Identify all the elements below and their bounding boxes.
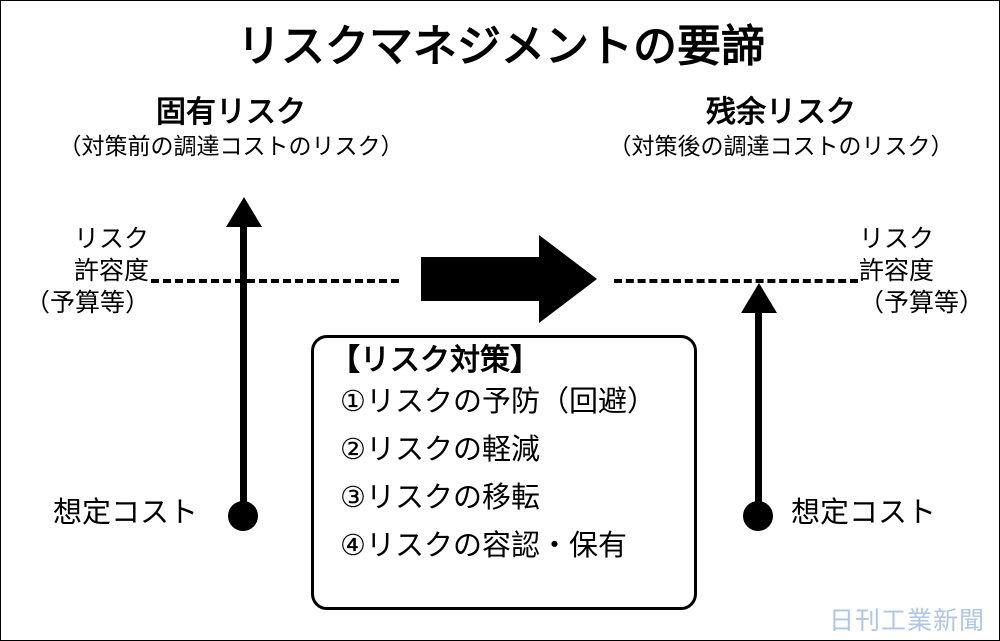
risk-tolerance-label-right: リスク 許容度 （予算等）	[859, 223, 987, 319]
risk-countermeasures-box: 【リスク対策】 ①リスクの予防（回避） ②リスクの軽減 ③リスクの移転 ④リスク…	[311, 335, 697, 610]
risk-tolerance-right-line-3: （予算等）	[859, 289, 985, 317]
right-block-arrow-icon	[421, 235, 597, 323]
residual-risk-subtitle: （対策後の調達コストのリスク）	[608, 132, 954, 159]
list-item: ②リスクの軽減	[340, 434, 540, 466]
expected-cost-label-right: 想定コスト	[791, 497, 937, 529]
inherent-risk-subtitle: （対策前の調達コストのリスク）	[58, 132, 404, 159]
risk-tolerance-left-line-3: （予算等）	[25, 289, 151, 317]
risk-bar-inherent	[240, 223, 247, 509]
expected-cost-dot-residual	[743, 501, 773, 531]
risk-tolerance-right-line-1: リスク	[859, 225, 935, 253]
risk-tolerance-left-line-2: 許容度	[73, 257, 149, 285]
column-heading-inherent-risk: 固有リスク （対策前の調達コストのリスク）	[21, 96, 441, 159]
risk-tolerance-left-line-1: リスク	[73, 225, 149, 253]
column-heading-residual-risk: 残余リスク （対策後の調達コストのリスク）	[571, 96, 991, 159]
risk-countermeasures-list: ①リスクの予防（回避） ②リスクの軽減 ③リスクの移転 ④リスクの容認・保有	[340, 388, 690, 580]
inherent-risk-title: 固有リスク	[156, 96, 306, 129]
risk-tolerance-right-line-2: 許容度	[859, 257, 935, 285]
tolerance-threshold-line-left	[151, 279, 399, 283]
expected-cost-dot-inherent	[228, 501, 258, 531]
up-arrow-icon-inherent-risk	[226, 197, 262, 227]
publisher-watermark: 日刊工業新聞	[828, 607, 985, 635]
residual-risk-title: 残余リスク	[706, 96, 856, 129]
risk-tolerance-label-left: リスク 許容度 （予算等）	[25, 223, 151, 319]
risk-countermeasures-title: 【リスク対策】	[330, 344, 540, 377]
list-item: ③リスクの移転	[340, 482, 540, 514]
list-item: ④リスクの容認・保有	[340, 530, 627, 562]
up-arrow-icon-residual-risk	[741, 283, 777, 313]
page-title: リスクマネジメントの要諦	[237, 22, 765, 71]
risk-bar-residual	[755, 309, 762, 509]
expected-cost-label-left: 想定コスト	[53, 497, 199, 529]
list-item: ①リスクの予防（回避）	[340, 386, 656, 418]
tolerance-threshold-line-right	[614, 279, 858, 283]
